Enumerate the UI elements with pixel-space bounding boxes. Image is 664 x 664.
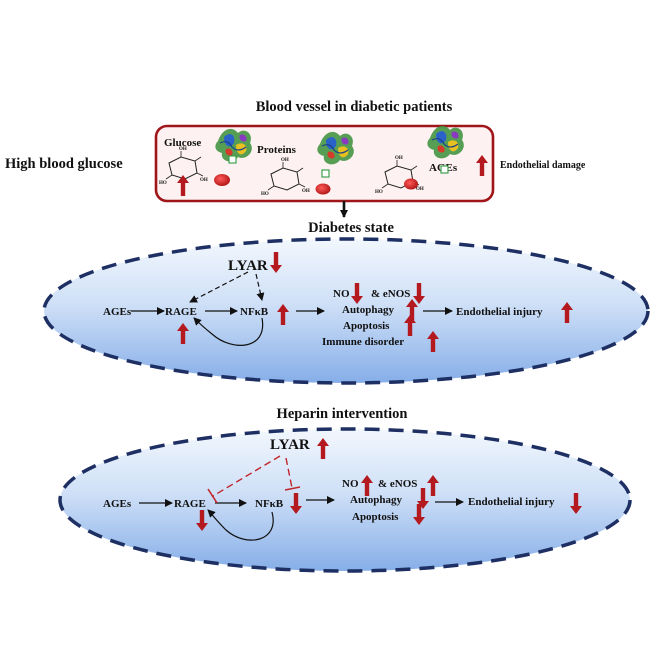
heparin-effect-no-label: NO: [342, 478, 359, 490]
heparin-feedback-arrow: [207, 509, 274, 541]
effect-autophagy-label: Autophagy: [342, 304, 394, 316]
lyar-inhibits-rage-bar: [207, 488, 218, 504]
red-blood-cell-icon: [214, 174, 230, 186]
heparin-outcome-label: Endothelial injury: [468, 496, 555, 508]
effect-enos-label: & eNOS: [371, 288, 410, 300]
lyar-to-rage-dashed-link: [189, 271, 249, 303]
lyar-inhibits-nfkb-bar: [284, 486, 301, 491]
endothelial-damage-label: Endothelial damage: [500, 160, 586, 171]
diabetes-ages-label: AGEs: [103, 306, 132, 318]
heparin-rage-label: RAGE: [174, 498, 206, 510]
heparin-nfkb-label: NFκB: [255, 498, 284, 510]
glucose-square-icon: [228, 155, 237, 164]
heparin-ellipse: [58, 427, 632, 573]
diabetes-state-ellipse: [42, 237, 650, 385]
diabetes-rage-label: RAGE: [165, 306, 197, 318]
diabetes-lyar-label: LYAR: [228, 258, 268, 274]
diabetes-outcome-label: Endothelial injury: [456, 306, 543, 318]
nfkb-to-rage-feedback-arrow: [193, 317, 264, 346]
diabetes-nfkb-label: NFκB: [240, 306, 269, 318]
proteins-label: Proteins: [257, 144, 297, 156]
lyar-to-nfkb-dashed-link: [255, 273, 265, 301]
diagram-title: Blood vessel in diabetic patients: [256, 99, 453, 115]
lyar-inhibits-nfkb-link: [285, 457, 293, 489]
heparin-ages-label: AGEs: [103, 498, 132, 510]
glucose-label: Glucose: [164, 137, 201, 149]
effect-no-label: NO: [333, 288, 350, 300]
heparin-lyar-label: LYAR: [270, 437, 310, 453]
heparin-heading: Heparin intervention: [277, 406, 408, 422]
lyar-inhibits-rage-link: [212, 455, 281, 497]
effect-immune-disorder-label: Immune disorder: [322, 336, 404, 348]
effect-apoptosis-label: Apoptosis: [343, 320, 390, 332]
heparin-effect-autophagy-label: Autophagy: [350, 494, 402, 506]
diabetes-state-heading: Diabetes state: [308, 220, 394, 236]
glucose-square-icon: [321, 169, 330, 178]
glucose-square-icon: [440, 165, 449, 174]
heparin-effect-apoptosis-label: Apoptosis: [352, 511, 399, 523]
red-blood-cell-icon: [315, 183, 331, 195]
red-blood-cell-icon: [404, 178, 418, 190]
heparin-effect-enos-label: & eNOS: [378, 478, 417, 490]
high-blood-glucose-label: High blood glucose: [5, 156, 123, 172]
